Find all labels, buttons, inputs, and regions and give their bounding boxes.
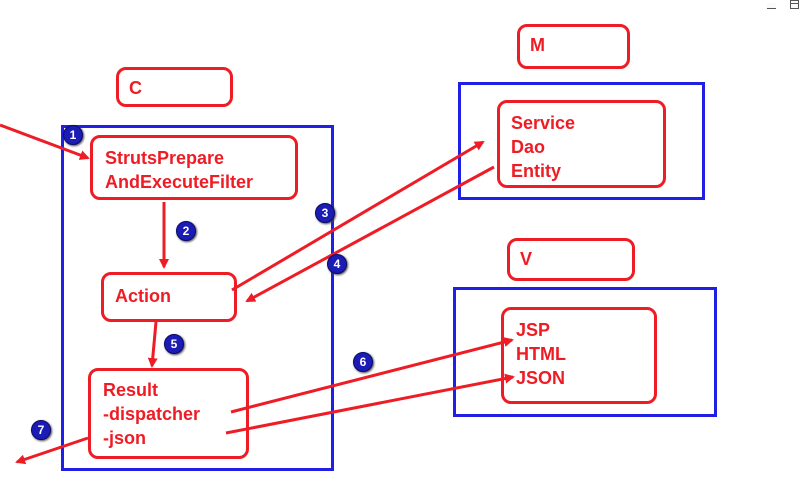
arrow-result-to-jsp — [230, 337, 514, 414]
step-badge-6: 6 — [353, 352, 373, 372]
result-box: Result -dispatcher -json — [88, 368, 249, 459]
arrow-request-in — [0, 123, 90, 160]
label-v-text: V — [520, 249, 533, 269]
label-c: C — [116, 67, 233, 107]
view-line-json: JSON — [516, 368, 566, 388]
label-c-text: C — [129, 78, 142, 98]
step-badge-7: 7 — [31, 420, 51, 440]
step-badge-5: 5 — [164, 334, 184, 354]
label-m-text: M — [530, 35, 545, 55]
label-m: M — [517, 24, 630, 69]
step-badge-2: 2 — [176, 221, 196, 241]
step-badge-4: 4 — [327, 254, 347, 274]
view-line-jsp: JSP — [516, 320, 551, 340]
model-frame — [458, 82, 705, 200]
arrow-action-to-result — [147, 321, 158, 368]
minimize-icon[interactable] — [767, 3, 776, 9]
model-line-service: Service — [511, 113, 576, 133]
step-badge-3: 3 — [315, 203, 335, 223]
result-line-3: -json — [103, 428, 146, 448]
action-box: Action — [101, 272, 237, 322]
model-line-entity: Entity — [511, 161, 562, 181]
view-box: JSP HTML JSON — [501, 307, 657, 404]
result-line-1: Result — [103, 380, 159, 400]
action-label: Action — [115, 286, 171, 306]
view-line-html: HTML — [516, 344, 566, 364]
maximize-icon[interactable] — [790, 0, 799, 9]
model-box: Service Dao Entity — [497, 100, 666, 188]
result-line-2: -dispatcher — [103, 404, 201, 424]
filter-box: StrutsPrepare AndExecuteFilter — [90, 135, 298, 200]
arrow-response-out — [15, 436, 89, 465]
model-line-dao: Dao — [511, 137, 546, 157]
controller-frame — [61, 125, 334, 471]
step-badge-1: 1 — [63, 125, 83, 145]
filter-line-2: AndExecuteFilter — [105, 172, 254, 192]
filter-line-1: StrutsPrepare — [105, 148, 225, 168]
label-v: V — [507, 238, 635, 281]
arrow-json-to-response — [225, 373, 515, 435]
arrow-action-to-model — [231, 140, 485, 292]
view-frame — [453, 287, 717, 417]
arrow-model-to-action — [245, 165, 495, 303]
